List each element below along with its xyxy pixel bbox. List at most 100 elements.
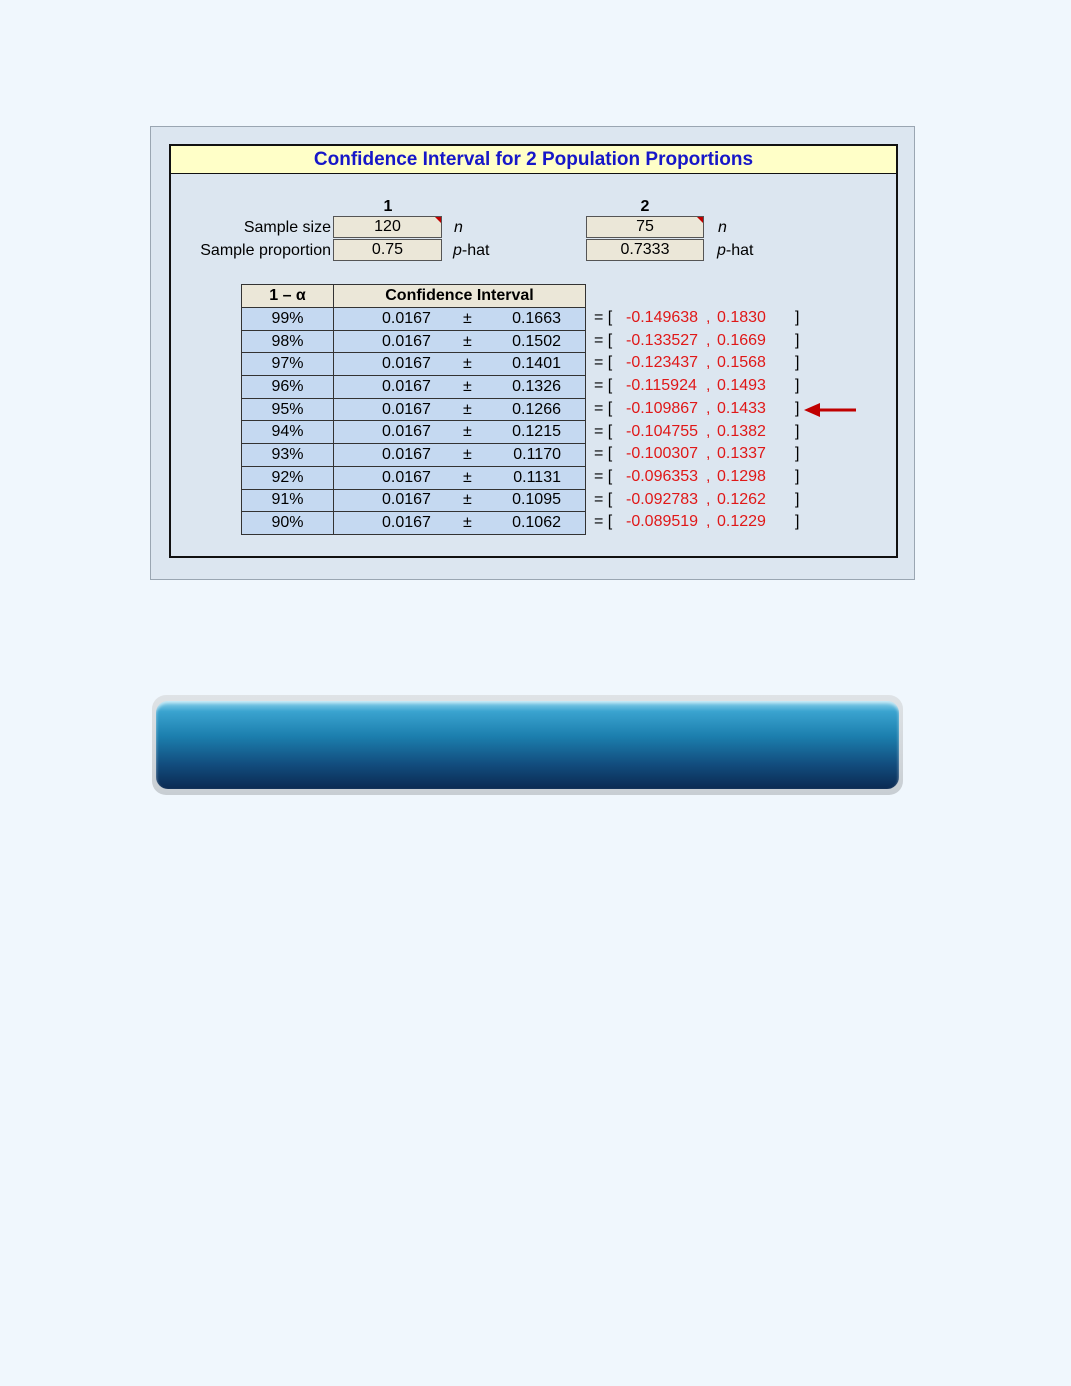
sample-proportion-label: Sample proportion xyxy=(200,242,331,259)
ci-margin: 0.1502 xyxy=(512,332,561,350)
interval-upper: 0.1568 xyxy=(717,354,766,372)
ci-margin: 0.1131 xyxy=(513,468,561,486)
interval-lower: -0.089519 xyxy=(626,513,699,531)
interval-upper: 0.1298 xyxy=(717,467,766,485)
table-row: 96%0.0167±0.1326 xyxy=(241,375,586,399)
interval-open: = [ xyxy=(594,331,613,349)
interval-comma: , xyxy=(706,354,711,372)
ci-cell: 0.0167±0.1663 xyxy=(333,307,586,331)
sample-proportion-2-input[interactable]: 0.7333 xyxy=(586,239,704,261)
interval-close: ] xyxy=(795,331,800,349)
ci-center: 0.0167 xyxy=(382,377,431,395)
sample-proportion-1-input[interactable]: 0.75 xyxy=(333,239,442,261)
plus-minus-sign: ± xyxy=(463,468,472,486)
ci-cell: 0.0167±0.1266 xyxy=(333,397,586,422)
interval-upper: 0.1493 xyxy=(717,377,766,395)
banner-gradient xyxy=(156,701,899,789)
p-hat-label-2: p-hat xyxy=(717,242,754,259)
ci-cell: 0.0167 ±0.1326 xyxy=(333,375,586,399)
ci-cell: 0.0167 ±0.1502 xyxy=(333,329,586,354)
sample-proportion-1-value: 0.75 xyxy=(371,241,404,258)
confidence-level-cell: 94% xyxy=(241,420,334,445)
plus-minus-sign: ± xyxy=(463,423,472,441)
table-row: 91%0.0167±0.1095 xyxy=(241,488,586,513)
confidence-level-cell: 95% xyxy=(241,397,334,422)
interval-comma: , xyxy=(706,422,711,440)
plus-minus-sign: ± xyxy=(463,332,472,350)
table-row: 98%0.0167±0.1502 xyxy=(241,329,586,354)
interval-open: = [ xyxy=(594,309,613,326)
interval-comma: , xyxy=(706,445,711,463)
interval-lower: -0.115924 xyxy=(626,377,697,395)
ci-cell: 0.0167 ±0.1131 xyxy=(333,465,586,490)
table-row: 99%0.0167±0.1663 xyxy=(241,307,586,331)
interval-open: = [ xyxy=(594,445,613,463)
interval-close: ] xyxy=(795,467,800,485)
interval-lower: -0.123437 xyxy=(626,354,699,372)
confidence-interval-table: 1 – α Confidence Interval 99%0.0167±0.16… xyxy=(241,284,586,535)
sample-size-label: Sample size xyxy=(243,219,331,236)
ci-center: 0.0167 xyxy=(382,468,431,486)
alpha-header: 1 – α xyxy=(241,284,334,308)
sample-size-1-input[interactable]: 120 xyxy=(333,216,442,238)
sample-size-2-input[interactable]: 75 xyxy=(586,216,704,238)
ci-center: 0.0167 xyxy=(382,445,431,463)
interval-upper: 0.1337 xyxy=(717,445,766,463)
n-symbol-1: n xyxy=(454,219,463,236)
interval-upper: 0.1669 xyxy=(717,331,766,349)
confidence-level-cell: 99% xyxy=(241,307,334,331)
interval-lower: -0.104755 xyxy=(626,422,699,440)
ci-center: 0.0167 xyxy=(382,491,431,509)
ci-margin: 0.1326 xyxy=(512,377,561,395)
interval-open: = [ xyxy=(594,354,613,372)
ci-cell: 0.0167 ±0.1170 xyxy=(333,443,586,467)
interval-lower: -0.092783 xyxy=(626,490,699,508)
interval-close: ] xyxy=(795,513,800,531)
table-row: 93%0.0167±0.1170 xyxy=(241,443,586,467)
sample-size-1-value: 120 xyxy=(374,218,401,235)
worksheet-title: Confidence Interval for 2 Population Pro… xyxy=(171,146,896,174)
ci-margin: 0.1170 xyxy=(513,445,561,463)
table-row: 90% 0.0167 ±0.1062 xyxy=(241,511,586,535)
interval-upper: 0.1830 xyxy=(717,309,766,326)
interval-upper: 0.1229 xyxy=(717,513,766,531)
plus-minus-sign: ± xyxy=(463,377,472,395)
interval-close: ] xyxy=(795,445,800,463)
ci-margin: 0.1062 xyxy=(512,514,561,532)
left-arrow-icon xyxy=(804,403,856,417)
table-row: 97%0.0167±0.1401 xyxy=(241,352,586,377)
interval-close: ] xyxy=(795,399,800,417)
interval-open: = [ xyxy=(594,513,613,531)
interval-comma: , xyxy=(706,513,711,531)
interval-open: = [ xyxy=(594,377,613,395)
interval-close: ] xyxy=(795,422,800,440)
ci-center: 0.0167 xyxy=(382,400,431,418)
interval-comma: , xyxy=(706,309,711,326)
confidence-level-cell: 91% xyxy=(241,488,334,513)
ci-center: 0.0167 xyxy=(382,514,431,532)
interval-close: ] xyxy=(795,309,800,326)
plus-minus-sign: ± xyxy=(463,491,472,509)
interval-lower: -0.096353 xyxy=(626,467,699,485)
confidence-level-cell: 90% xyxy=(241,511,334,535)
plus-minus-sign: ± xyxy=(463,355,472,373)
ci-cell: 0.0167±0.1401 xyxy=(333,352,586,377)
banner-bar xyxy=(152,695,903,795)
ci-center: 0.0167 xyxy=(382,332,431,350)
interval-close: ] xyxy=(795,490,800,508)
ci-margin: 0.1663 xyxy=(512,309,561,327)
interval-lower: -0.149638 xyxy=(626,309,699,326)
plus-minus-sign: ± xyxy=(463,309,472,327)
column-header-1: 1 xyxy=(383,198,393,215)
plus-minus-sign: ± xyxy=(463,514,472,532)
interval-upper: 0.1382 xyxy=(717,422,766,440)
ci-margin: 0.1215 xyxy=(512,423,561,441)
table-row: 94%0.0167±0.1215 xyxy=(241,420,586,445)
interval-upper: 0.1262 xyxy=(717,490,766,508)
plus-minus-sign: ± xyxy=(463,445,472,463)
table-row: 92% 0.0167 ±0.1131 xyxy=(241,465,586,490)
comment-marker-icon xyxy=(435,217,441,223)
interval-close: ] xyxy=(795,354,800,372)
confidence-level-cell: 92% xyxy=(241,465,334,490)
interval-lower: -0.109867 xyxy=(626,399,699,417)
